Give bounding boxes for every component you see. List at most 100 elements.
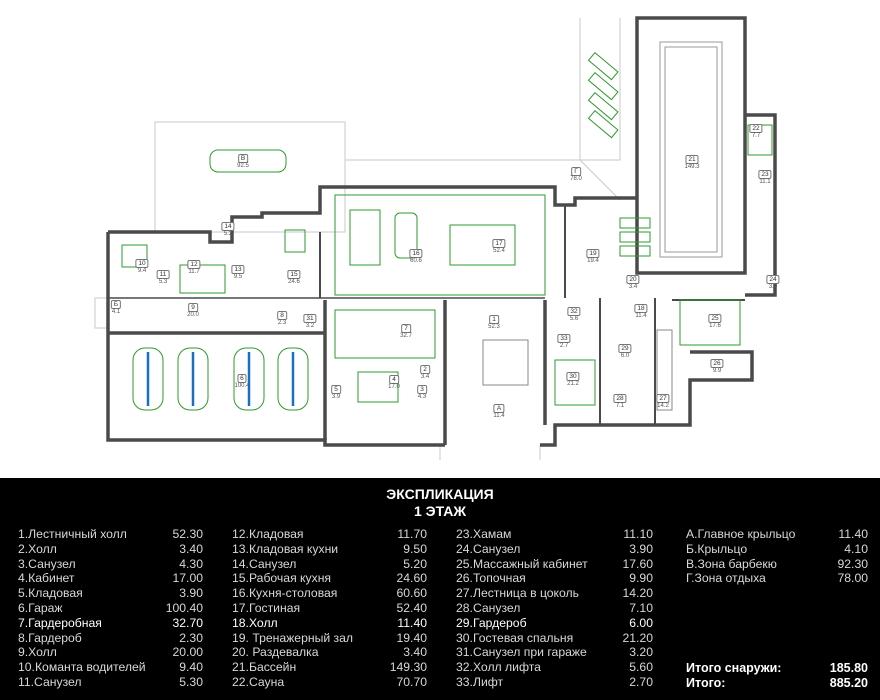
room-number: 21 (685, 155, 699, 164)
stairs (482, 329, 673, 411)
room-name: 25.Массажный кабинет (456, 556, 588, 571)
room-area: 3.4 (628, 284, 638, 290)
room-number: 11 (156, 270, 170, 279)
room-number: 30 (566, 372, 580, 381)
room-name: 26.Топочная (456, 571, 526, 586)
room-number: 16 (409, 249, 423, 258)
room-number: 19 (586, 249, 600, 258)
total-outside-value: 185.80 (829, 661, 868, 675)
room-area: 3.2 (305, 323, 315, 329)
room-number: 13 (231, 265, 245, 274)
room-name: 6.Гараж (18, 600, 63, 615)
room-name: 24.Санузел (456, 541, 521, 556)
room-area: 11.1 (759, 179, 771, 185)
room-name: 2.Холл (18, 541, 57, 556)
room-area: 9.5 (233, 274, 243, 280)
room-number: 14 (221, 222, 235, 231)
floor-title: 1 ЭТАЖ (413, 503, 467, 519)
room-name: 10.Команта водителей (18, 660, 146, 675)
legend-row: 32.Холл лифта 5.60 (456, 660, 653, 675)
room-area: 2.30 (179, 630, 203, 645)
room-area: 5.2 (223, 231, 233, 237)
room-number: 10 (135, 259, 149, 268)
room-name: 29.Гардероб (456, 615, 527, 630)
room-area: 3.40 (403, 645, 427, 660)
pool (659, 41, 723, 258)
room-area: 5.60 (629, 660, 653, 675)
room-area: 20.0 (187, 312, 199, 318)
room-area: 3.20 (629, 645, 653, 660)
room-area: 7.10 (629, 600, 653, 615)
room-name: 28.Санузел (456, 600, 521, 615)
room-area: 2.3 (277, 320, 287, 326)
room-name: 7.Гардеробная (18, 615, 102, 630)
room-area: 100.40 (165, 600, 203, 615)
legend-row: 6.Гараж 100.40 (18, 601, 203, 616)
room-area: 19.4 (587, 258, 599, 264)
room-area: 11.10 (623, 527, 653, 541)
room-area: 7.1 (615, 403, 625, 409)
room-number: 22 (749, 124, 763, 133)
room-name: 32.Холл лифта (456, 660, 541, 675)
room-number: 3 (417, 385, 427, 394)
room-area: 21.2 (567, 381, 579, 387)
room-area: 9.4 (137, 268, 147, 274)
room-area: 6.0 (620, 353, 630, 359)
room-area: 149.30 (389, 660, 427, 675)
room-number: В (237, 154, 249, 163)
room-name: 16.Кухня-столовая (232, 586, 338, 601)
room-name: 27.Лестница в цоколь (456, 586, 579, 601)
room-area: 60.60 (396, 586, 428, 601)
room-area: 17.00 (172, 571, 204, 586)
room-area: 17.6 (709, 323, 721, 329)
room-area: 52.30 (172, 527, 204, 541)
room-name: 19. Тренажерный зал (232, 630, 354, 645)
room-number: Б (110, 300, 122, 309)
room-area: 2.70 (629, 674, 653, 689)
room-name: 1.Лестничный холл (18, 527, 127, 541)
room-area: 20.00 (172, 645, 204, 660)
room-area: 17.0 (388, 384, 400, 390)
room-number: А (493, 404, 505, 413)
room-number: 9 (188, 303, 198, 312)
room-number: 15 (287, 270, 301, 279)
room-number: 27 (656, 394, 670, 403)
room-area: 11.40 (397, 615, 427, 630)
room-area: 19.40 (396, 630, 428, 645)
room-area: 32.7 (400, 333, 412, 339)
room-area: 2.7 (559, 343, 569, 349)
room-name: 18.Холл (232, 615, 278, 630)
room-name: В.Зона барбекю (686, 556, 777, 571)
room-area: 11.70 (397, 527, 427, 541)
room-area: 21.20 (622, 630, 654, 645)
room-number: 1 (489, 315, 499, 324)
